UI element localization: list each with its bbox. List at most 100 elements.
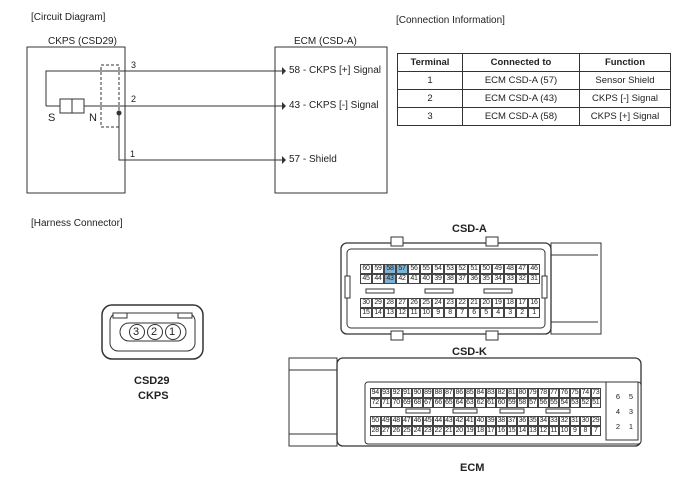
pin-cell: 8 (580, 426, 591, 436)
pin-cell: 91 (401, 388, 412, 398)
pin-cell: 50 (480, 264, 492, 274)
wire-label-58: 58 - CKPS [+] Signal (289, 65, 381, 76)
csdk-title: CSD-K (452, 346, 487, 358)
ckps-box-title: CKPS (CSD29) (48, 36, 117, 47)
pin-cell: 28 (370, 426, 381, 436)
ecm-box (274, 46, 388, 194)
pin-cell: 41 (464, 416, 475, 426)
pin-cell: 5 (628, 392, 634, 401)
pin-cell: 39 (485, 416, 496, 426)
pin-cell: 63 (464, 398, 475, 408)
wire-3 (45, 70, 282, 106)
pin-cell: 70 (391, 398, 402, 408)
pin-cell: 54 (559, 398, 570, 408)
pin-cell: 44 (372, 274, 384, 284)
pin-cell: 43 (443, 416, 454, 426)
pin-cell: 7 (590, 426, 601, 436)
csd29-pin-2 (147, 324, 163, 340)
pin-cell: 3 (628, 407, 634, 416)
pin-cell: 65 (443, 398, 454, 408)
pin-cell: 80 (517, 388, 528, 398)
pin-cell: 38 (496, 416, 507, 426)
pin-cell: 10 (420, 308, 432, 318)
pin-cell: 24 (412, 426, 423, 436)
pin-cell: 51 (590, 398, 601, 408)
pin-cell: 52 (580, 398, 591, 408)
pin-cell: 61 (485, 398, 496, 408)
pin-cell: 44 (433, 416, 444, 426)
pin-cell: 46 (412, 416, 423, 426)
csd29-pin-1-label: 1 (169, 326, 176, 338)
pin-cell: 32 (559, 416, 570, 426)
pin-cell: 10 (559, 426, 570, 436)
pin-cell: 67 (422, 398, 433, 408)
pin-cell: 31 (528, 274, 540, 284)
pin-cell: 4 (615, 407, 621, 416)
pin-cell: 39 (432, 274, 444, 284)
pin-cell: 16 (496, 426, 507, 436)
pin-cell: 42 (396, 274, 408, 284)
pin-cell: 49 (492, 264, 504, 274)
pin-cell: 71 (380, 398, 391, 408)
sensor-s-label: S (48, 112, 56, 124)
pin-cell: 86 (454, 388, 465, 398)
pin-cell: 11 (408, 308, 420, 318)
pin-cell: 51 (468, 264, 480, 274)
pin-cell: 87 (443, 388, 454, 398)
pin-cell: 64 (454, 398, 465, 408)
pin-cell: 45 (360, 274, 372, 284)
pin-cell: 33 (548, 416, 559, 426)
pin-cell: 77 (548, 388, 559, 398)
pin-cell: 55 (420, 264, 432, 274)
pin-cell: 69 (401, 398, 412, 408)
section-harness-connector: [Harness Connector] (31, 218, 123, 229)
pin-cell: 17 (485, 426, 496, 436)
pin-cell: 40 (475, 416, 486, 426)
pin-cell: 73 (590, 388, 601, 398)
pin-cell: 48 (391, 416, 402, 426)
pin-cell: 58 (517, 398, 528, 408)
pin-cell: 53 (569, 398, 580, 408)
pin-cell: 72 (370, 398, 381, 408)
pin-cell: 11 (548, 426, 559, 436)
pin-cell: 46 (528, 264, 540, 274)
pin-cell: 81 (506, 388, 517, 398)
pin-cell: 29 (590, 416, 601, 426)
sensor-magnet-right (71, 98, 85, 114)
wire-pin-3: 3 (131, 60, 137, 70)
pin-cell: 90 (412, 388, 423, 398)
pin-cell: 20 (454, 426, 465, 436)
pin-cell: 27 (396, 298, 408, 308)
pin-cell: 9 (569, 426, 580, 436)
pin-cell: 37 (456, 274, 468, 284)
pin-cell: 25 (420, 298, 432, 308)
pin-cell: 30 (360, 298, 372, 308)
pin-cell: 34 (492, 274, 504, 284)
pin-cell: 24 (432, 298, 444, 308)
csd29-pin-3-label: 3 (133, 326, 140, 338)
pin-cell: 13 (527, 426, 538, 436)
pin-cell: 36 (517, 416, 528, 426)
pin-cell: 36 (468, 274, 480, 284)
pin-cell: 35 (527, 416, 538, 426)
ecm-title: ECM (460, 462, 485, 474)
pin-cell: 21 (443, 426, 454, 436)
pin-cell: 2 (615, 422, 621, 431)
pin-cell: 60 (360, 264, 372, 274)
csd29-name: CSD29 (134, 375, 170, 387)
ckps-box (26, 46, 126, 194)
shield-junction (116, 110, 122, 116)
pin-cell: 6 (468, 308, 480, 318)
csd29-pin-1 (165, 324, 181, 340)
wire-label-43: 43 - CKPS [-] Signal (289, 100, 379, 111)
pin-cell: 78 (538, 388, 549, 398)
pin-cell: 93 (380, 388, 391, 398)
pin-cell: 27 (380, 426, 391, 436)
pin-cell: 34 (538, 416, 549, 426)
pin-cell: 17 (516, 298, 528, 308)
wire-pin-1: 1 (130, 149, 136, 159)
pin-cell: 25 (401, 426, 412, 436)
pin-cell: 21 (468, 298, 480, 308)
pin-cell: 79 (527, 388, 538, 398)
